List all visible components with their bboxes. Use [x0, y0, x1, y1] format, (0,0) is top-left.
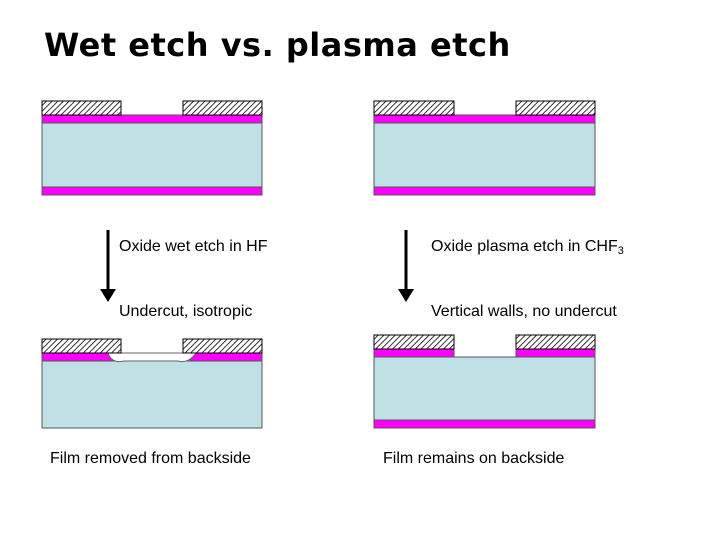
- page-title: Wet etch vs. plasma etch: [44, 26, 511, 64]
- oxide-film: [373, 114, 596, 124]
- substrate: [373, 356, 596, 421]
- mask-left: [41, 338, 122, 354]
- plasma-etch-result-label: Vertical walls, no undercut: [431, 303, 617, 320]
- backside-oxide-film: [41, 186, 263, 196]
- plasma-etch-step-subscript: 3: [617, 245, 624, 257]
- mask-right: [182, 338, 263, 354]
- undercut-cavity: [107, 352, 197, 363]
- plasma-etch-step-text: Oxide plasma etch in CHF: [431, 238, 618, 255]
- oxide-film: [41, 114, 263, 124]
- mask-right: [515, 334, 596, 350]
- backside-oxide-film: [373, 186, 596, 196]
- down-arrow-left: [100, 230, 116, 302]
- oxide-film-right: [515, 348, 596, 358]
- mask-left: [373, 334, 455, 350]
- wet-etch-step-label: Oxide wet etch in HF: [119, 238, 268, 255]
- substrate: [373, 122, 596, 188]
- wet-etch-result-label: Undercut, isotropic: [119, 303, 253, 320]
- plasma-etch-footer: Film remains on backside: [383, 450, 565, 467]
- substrate: [41, 360, 263, 429]
- mask-left: [373, 100, 455, 116]
- substrate: [41, 122, 263, 188]
- wafer-before-wet-etch: [41, 100, 263, 196]
- wafer-before-plasma-etch: [373, 100, 596, 196]
- wafer-after-plasma-etch: [373, 334, 596, 429]
- backside-oxide-film: [373, 419, 596, 429]
- mask-right: [515, 100, 596, 116]
- wafer-after-wet-etch: [41, 338, 263, 429]
- oxide-film-right: [189, 352, 263, 362]
- oxide-film-left: [41, 352, 115, 362]
- plasma-etch-step-label: Oxide plasma etch in CHF3: [431, 238, 624, 257]
- oxide-film-left: [373, 348, 455, 358]
- wet-etch-footer: Film removed from backside: [50, 450, 251, 467]
- down-arrow-right: [398, 230, 414, 302]
- mask-right: [182, 100, 263, 116]
- mask-left: [41, 100, 122, 116]
